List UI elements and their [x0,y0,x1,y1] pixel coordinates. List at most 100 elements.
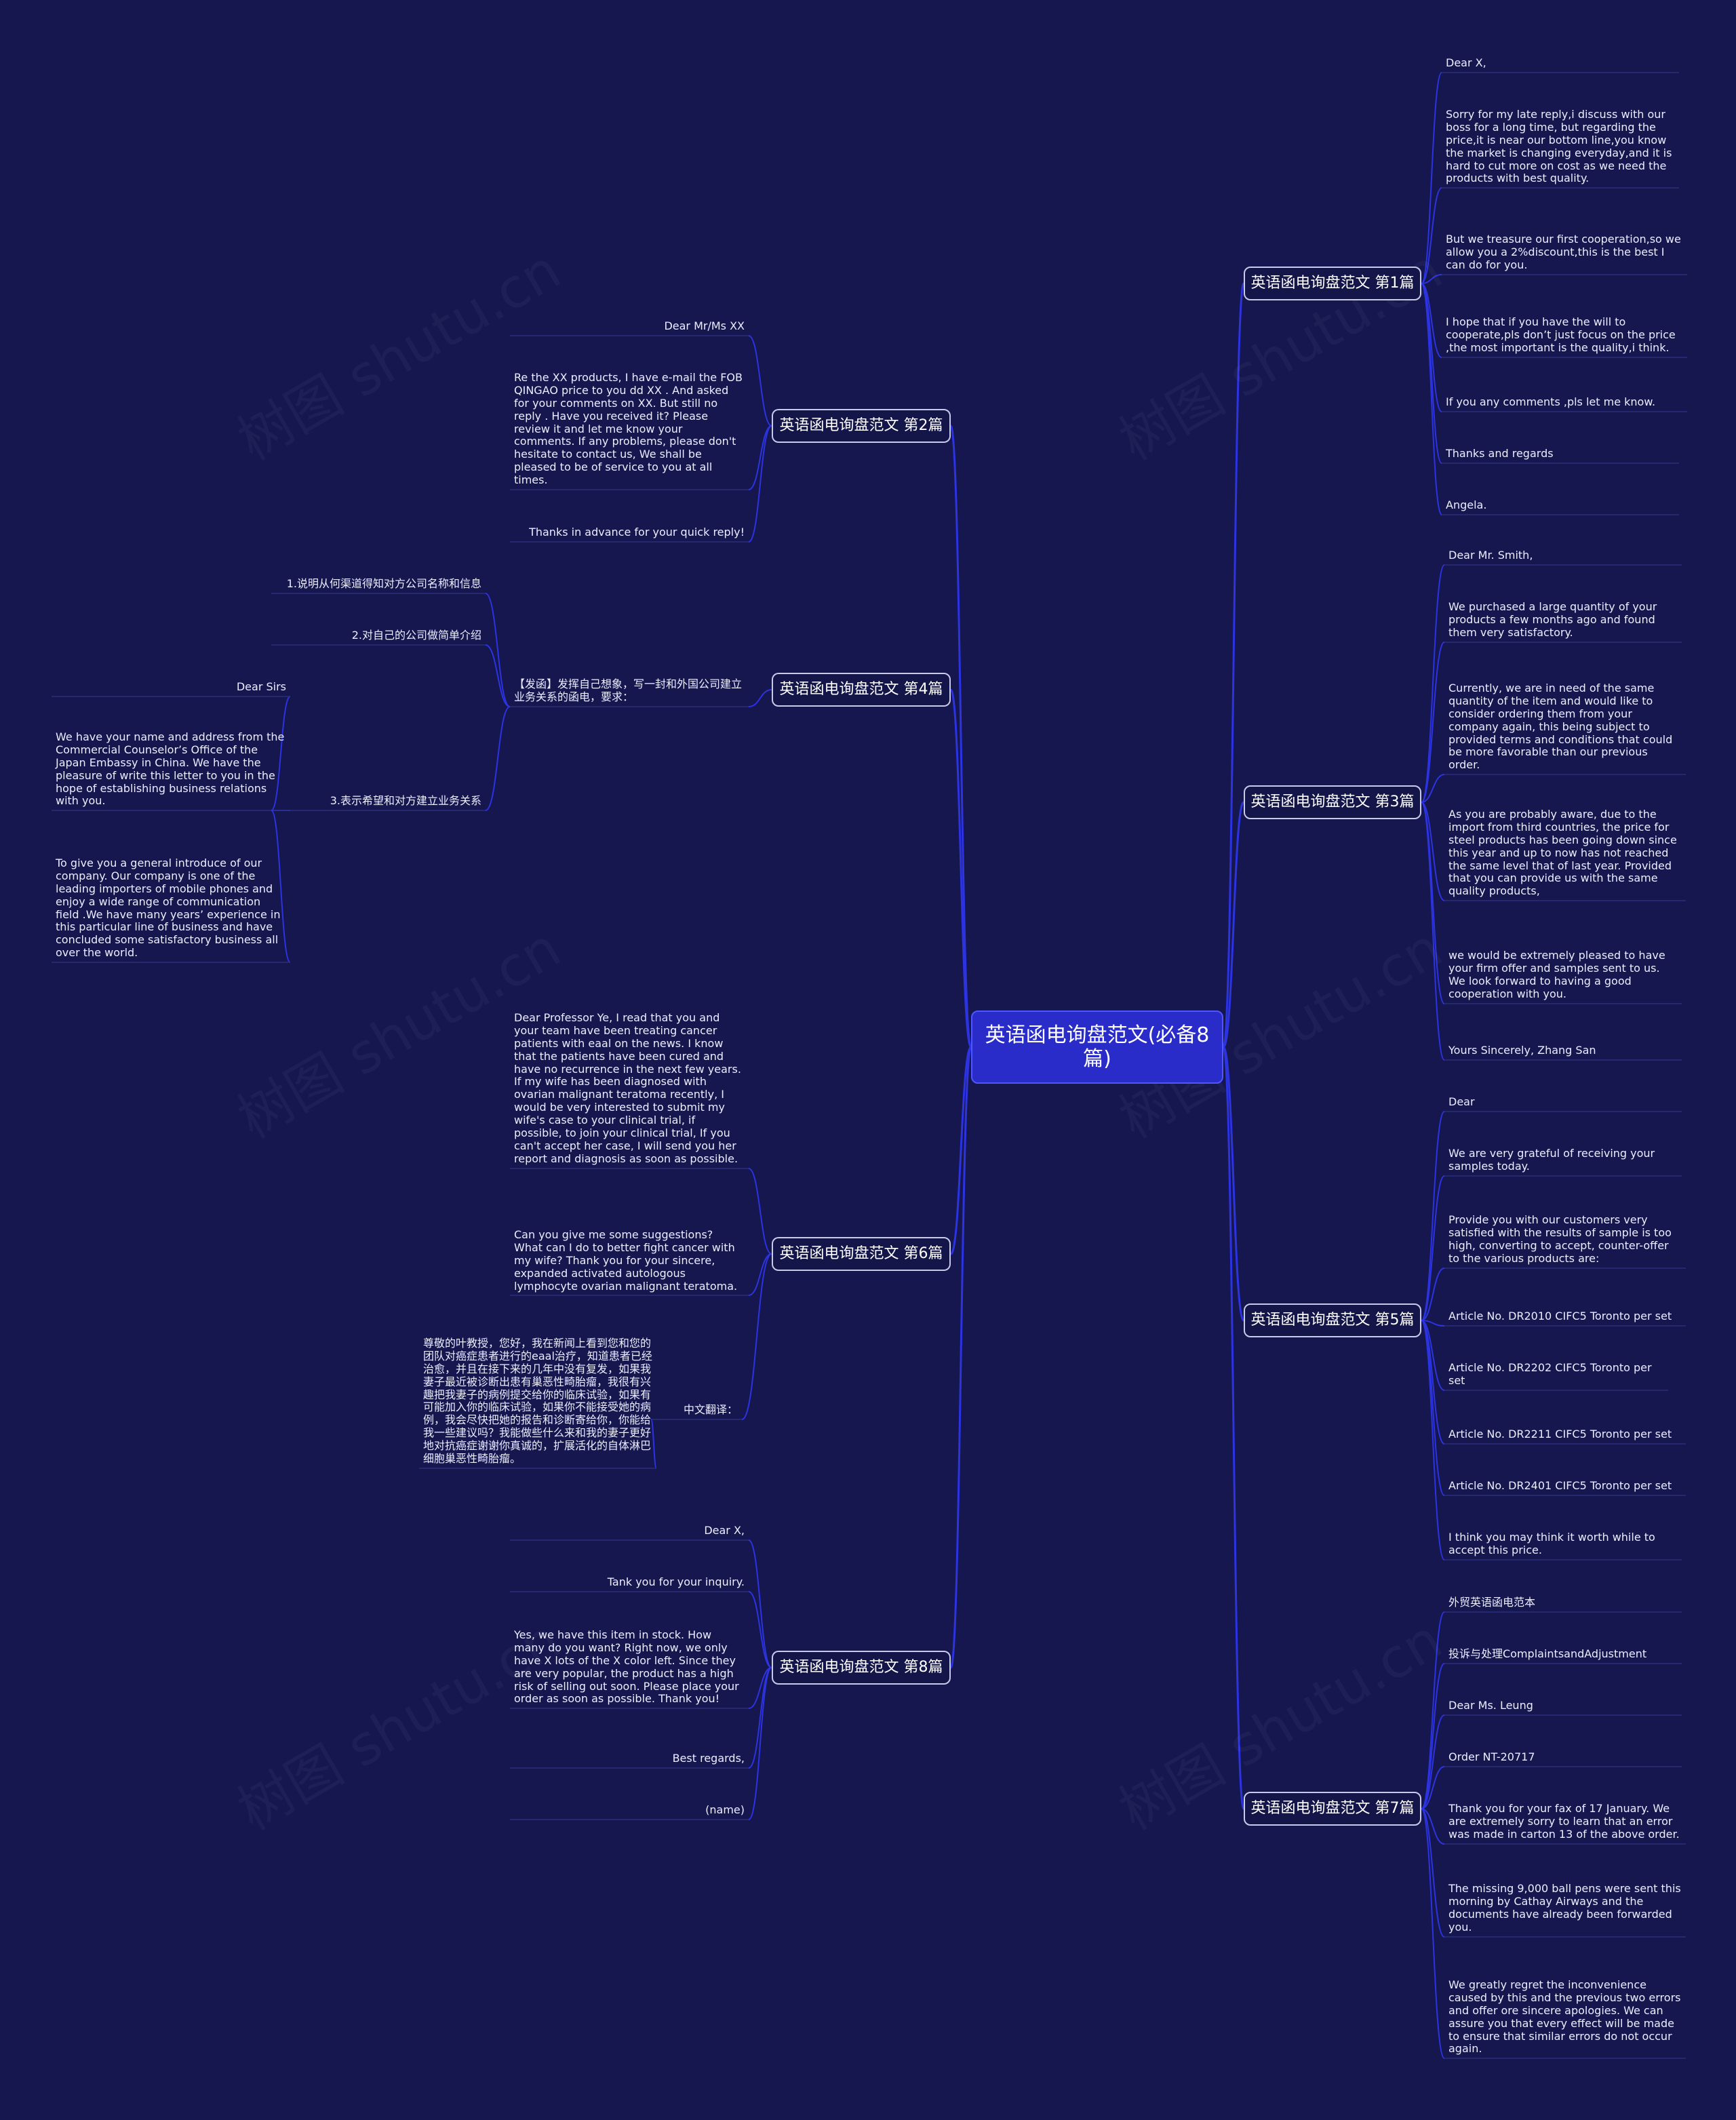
leaf-b8-2: Tank you for your inquiry. [607,1575,745,1588]
connector-leaf-b1-7 [1421,283,1442,515]
central-topic[interactable]: 英语函电询盘范文(必备8篇) [971,1010,1223,1084]
connector-leaf-b3-5 [1421,802,1445,1004]
leaf-b3-2: We purchased a large quantity of your pr… [1448,600,1657,639]
connector-leaf-b1-2 [1421,187,1442,284]
branch-8[interactable]: 英语函电询盘范文 第8篇 [772,1651,951,1685]
leaf-b8-3: Yes, we have this item in stock. How man… [514,1628,739,1706]
connector-leaf-b6-2 [748,1253,772,1296]
leaf-b6-translation: 尊敬的叶教授，您好，我在新闻上看到您和您的团队对癌症患者进行的eaal治疗，知道… [423,1337,652,1465]
leaf-b8-1: Dear X, [704,1524,745,1537]
connector-leaf-b5-6 [1421,1320,1445,1445]
leaf-b1-3: But we treasure our first cooperation,so… [1446,233,1681,271]
leaf-b1-6: Thanks and regards [1446,447,1554,460]
connector-leaf-b2-3 [748,425,772,543]
leaf-b4-2: 2.对自己的公司做简单介绍 [351,629,481,642]
branch-2[interactable]: 英语函电询盘范文 第2篇 [772,409,951,443]
leaf-b3-3: Currently, we are in need of the same qu… [1448,682,1673,772]
connector-leaf-b3-6 [1421,802,1445,1061]
leaf-b3-1: Dear Mr. Smith, [1448,549,1533,562]
connector-leaf-b7-5 [1421,1808,1445,1845]
connector-leaf-b6-1 [748,1168,772,1255]
connector-leaf-b4-3-1 [271,696,291,811]
leaf-b2-2: Re the XX products, I have e-mail the FO… [514,371,743,486]
connector-leaf-b4-sub [748,689,772,707]
connector-leaf-b1-1 [1421,72,1442,284]
leaf-b6-2: Can you give me some suggestions? What c… [514,1228,738,1293]
connector-leaf-b3-2 [1421,642,1445,803]
leaf-b4-3-3: To give you a general introduce of our c… [56,857,281,960]
leaf-b5-5: Article No. DR2202 CIFC5 Toronto per set [1448,1361,1652,1387]
leaf-b2-1: Dear Mr/Ms XX [664,319,745,332]
leaf-b8-4: Best regards, [672,1752,745,1765]
leaf-b1-2: Sorry for my late reply,i discuss with o… [1446,108,1672,185]
leaf-b5-7: Article No. DR2401 CIFC5 Toronto per set [1448,1479,1672,1492]
leaf-b8-5: (name) [705,1803,745,1816]
branch-4[interactable]: 英语函电询盘范文 第4篇 [772,673,951,707]
connector-branch-5 [1222,1046,1245,1322]
leaf-b5-4: Article No. DR2010 CIFC5 Toronto per set [1448,1310,1672,1322]
connector-leaf-b8-4 [748,1667,772,1769]
leaf-b5-1: Dear [1448,1095,1475,1108]
connector-leaf-b8-2 [748,1591,772,1668]
connector-branch-8 [949,1046,972,1669]
connector-leaf-b2-2 [748,425,772,490]
leaf-b7-5: Thank you for your fax of 17 January. We… [1448,1802,1680,1841]
connector-leaf-b5-3 [1421,1268,1445,1321]
leaf-b5-3: Provide you with our customers very sati… [1448,1213,1672,1265]
branch-1[interactable]: 英语函电询盘范文 第1篇 [1244,267,1421,300]
leaf-b4-3: 3.表示希望和对方建立业务关系 [330,794,481,807]
connector-leaf-b5-4 [1421,1320,1445,1327]
connector-leaf-b1-6 [1421,283,1442,464]
connector-branch-3 [1222,801,1245,1048]
leaf-b7-1: 外贸英语函电范本 [1448,1596,1536,1609]
leaf-b7-4: Order NT-20717 [1448,1750,1535,1763]
connector-leaf-b7-1 [1421,1611,1445,1809]
connector-leaf-b8-5 [748,1667,772,1820]
leaf-b7-3: Dear Ms. Leung [1448,1699,1533,1712]
connector-leaf-b3-1 [1421,564,1445,803]
connector-branch-2 [949,425,972,1048]
connector-leaf-b4-3-3 [271,810,291,963]
leaf-b6-1: Dear Professor Ye, I read that you and y… [514,1011,741,1165]
connector-leaf-b8-1 [748,1539,772,1668]
leaf-b1-4: I hope that if you have the will to coop… [1446,315,1676,354]
leaf-b4-sub: 【发函】发挥自己想象，写一封和外国公司建立业务关系的函电，要求： [514,678,743,703]
connector-leaf-b4-2 [485,644,511,707]
leaf-b7-2: 投诉与处理ComplaintsandAdjustment [1448,1647,1647,1660]
connector-leaf-b4-1 [485,593,511,707]
leaf-b6-3: 中文翻译： [683,1403,738,1416]
leaf-b4-1: 1.说明从何渠道得知对方公司名称和信息 [286,577,481,590]
connector-branch-7 [1222,1046,1245,1810]
connector-leaf-b6-translation [650,1419,657,1469]
connector-branch-4 [949,688,972,1048]
connector-leaf-b3-4 [1421,802,1445,901]
branch-6[interactable]: 英语函电询盘范文 第6篇 [772,1237,951,1271]
leaf-b2-3: Thanks in advance for your quick reply! [529,526,745,538]
connector-branch-6 [949,1046,972,1255]
leaf-b7-6: The missing 9,000 ball pens were sent th… [1448,1882,1681,1933]
connector-leaf-b5-2 [1421,1175,1445,1321]
connector-leaf-b7-7 [1421,1808,1445,2059]
leaf-b1-5: If you any comments ,pls let me know. [1446,395,1656,408]
connector-leaf-b3-3 [1421,774,1445,803]
connector-leaf-b5-5 [1421,1320,1445,1391]
connector-leaf-b1-3 [1421,274,1442,284]
connector-branch-1 [1222,282,1245,1048]
branch-5[interactable]: 英语函电询盘范文 第5篇 [1244,1303,1421,1337]
connector-leaf-b5-1 [1421,1111,1445,1321]
connector-leaf-b5-7 [1421,1320,1445,1496]
leaf-b4-3-2: We have your name and address from the C… [56,730,285,808]
leaf-b7-7: We greatly regret the inconvenience caus… [1448,1978,1681,2056]
leaf-b1-1: Dear X, [1446,56,1486,69]
connector-leaf-b2-1 [748,335,772,427]
connector-leaf-b7-4 [1421,1766,1445,1809]
connector-leaf-b5-8 [1421,1320,1445,1560]
leaf-b1-7: Angela. [1446,498,1487,511]
branch-7[interactable]: 英语函电询盘范文 第7篇 [1244,1792,1421,1826]
branch-3[interactable]: 英语函电询盘范文 第3篇 [1244,785,1421,819]
leaf-b3-5: we would be extremely pleased to have yo… [1448,949,1665,1000]
connector-leaf-b4-3 [485,706,511,811]
leaf-b5-2: We are very grateful of receiving your s… [1448,1147,1655,1173]
connector-leaf-b6-3 [741,1253,772,1420]
